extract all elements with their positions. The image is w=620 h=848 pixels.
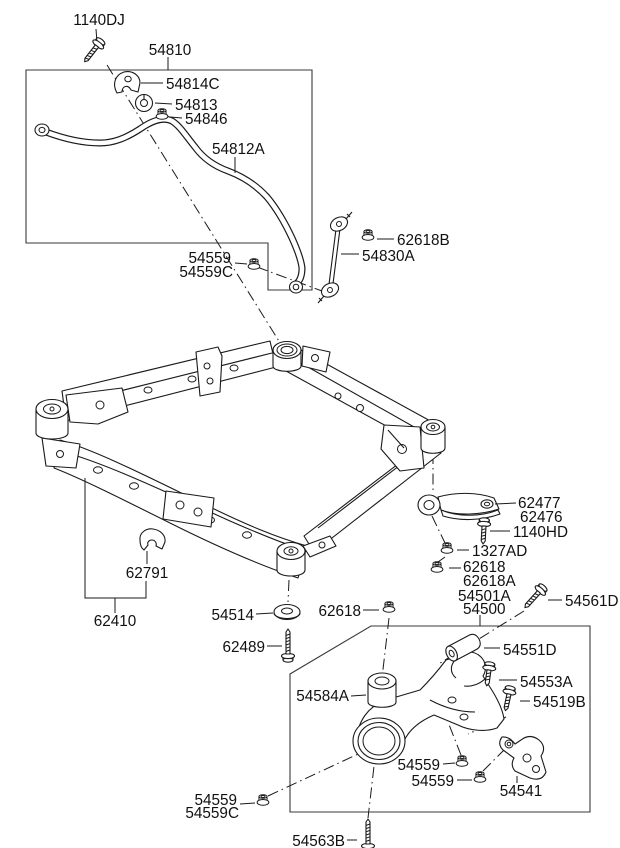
nut-icon — [430, 561, 444, 573]
part-label-54501A: 54501A — [458, 588, 512, 605]
part-label-54846: 54846 — [185, 111, 228, 128]
crossmember — [35, 340, 446, 579]
bolt-icon — [280, 628, 296, 663]
part-label-1140HD: 1140HD — [513, 524, 568, 541]
part-label-62618A: 62618A — [463, 573, 517, 590]
part-label-54514: 54514 — [211, 607, 254, 624]
stabilizer-bracket-54814C — [114, 71, 141, 94]
part-label-54553A: 54553A — [520, 674, 574, 691]
lower-control-arm — [352, 633, 547, 780]
part-label-62410: 62410 — [94, 613, 137, 630]
bushing-rear-left — [272, 340, 302, 372]
part-label-54584A: 54584A — [296, 688, 350, 705]
arm-bushing-54584A — [367, 672, 397, 708]
part-label-1327AD: 1327AD — [472, 543, 527, 560]
part-label-62477: 62477 — [518, 495, 561, 512]
bushing-54551D — [445, 633, 481, 662]
leader-lines — [84, 28, 562, 841]
part-icons — [84, 37, 548, 848]
part-label-54810: 54810 — [149, 42, 192, 59]
control-arm-group-box — [289, 625, 591, 813]
part-label-62618-r: 62618 — [463, 559, 506, 576]
tow-hook — [139, 528, 166, 551]
part-label-54561D: 54561D — [565, 593, 619, 610]
part-label-62791: 62791 — [126, 565, 169, 582]
part-label-54559C-bl: 54559C — [185, 805, 239, 822]
part-label-62476: 62476 — [520, 509, 563, 526]
washer-icon — [273, 603, 301, 621]
nut-icon — [455, 755, 469, 767]
part-label-62618-l: 62618 — [318, 603, 361, 620]
stabilizer-bar — [34, 115, 306, 294]
bolt-icon — [482, 661, 497, 687]
bushing-front-right — [276, 541, 306, 577]
nut-icon — [440, 542, 454, 554]
bolt-icon — [502, 685, 517, 712]
part-label-54559-top: 54559 — [188, 250, 231, 267]
nut-icon — [247, 258, 261, 270]
part-label-54519B: 54519B — [533, 694, 586, 711]
bolt-icon — [524, 583, 548, 609]
bushing-rear-right — [420, 418, 446, 454]
part-labels: 1140DJ5481054814C548135484654812A5455954… — [73, 12, 618, 848]
knuckle-bracket-54541 — [499, 735, 547, 780]
part-label-54559-bl: 54559 — [194, 792, 237, 809]
stabilizer-bushing-54813 — [134, 93, 154, 113]
stabilizer-group-box — [25, 69, 313, 291]
bushing-front-left — [35, 398, 69, 440]
part-label-54563B: 54563B — [292, 833, 345, 848]
bolt-icon — [477, 517, 492, 545]
nut-icon — [382, 601, 396, 613]
part-label-54551D: 54551D — [503, 642, 557, 659]
part-label-62618B: 62618B — [397, 232, 450, 249]
nut-icon — [155, 108, 169, 120]
part-label-1140DJ: 1140DJ — [73, 12, 125, 29]
part-label-54559-b: 54559 — [411, 773, 454, 790]
part-label-54541: 54541 — [500, 783, 543, 800]
part-label-54830A: 54830A — [362, 248, 416, 265]
nut-icon — [473, 771, 487, 783]
part-label-54559-a: 54559 — [397, 757, 440, 774]
stabilizer-link-54830A — [317, 211, 353, 304]
part-label-54814C: 54814C — [166, 76, 220, 93]
part-label-54559C-top: 54559C — [179, 264, 233, 281]
bolt-icon — [360, 818, 376, 848]
nut-icon — [256, 794, 270, 806]
bolt-icon — [84, 37, 106, 63]
part-label-54500: 54500 — [463, 601, 506, 618]
part-label-54812A: 54812A — [212, 141, 266, 158]
part-label-62489: 62489 — [222, 639, 265, 656]
nut-icon — [361, 229, 375, 241]
part-label-54813: 54813 — [175, 97, 218, 114]
roll-stopper-bracket — [417, 492, 501, 521]
